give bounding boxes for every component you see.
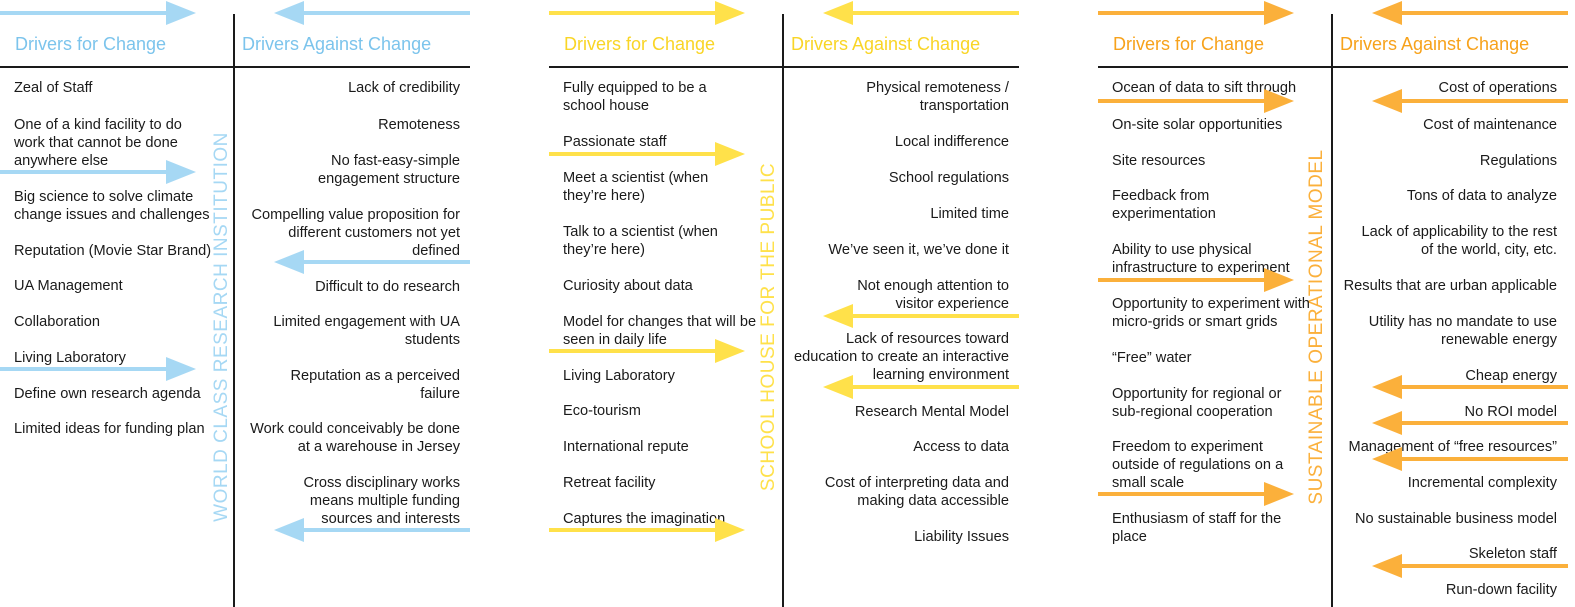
for-item: One of a kind facility to do work that c… [14,117,182,169]
panel-operational: Drivers for Change Drivers Against Chang… [1098,0,1568,607]
for-item: Ability to use physical infrastructure t… [1112,242,1290,276]
for-item: Limited ideas for funding plan [14,421,205,437]
against-item: Limited time [930,206,1009,222]
against-item: Local indifference [894,134,1009,150]
against-item: Cost of maintenance [1423,117,1557,133]
for-item: “Free” water [1112,350,1192,366]
against-item: Research Mental Model [854,404,1009,420]
against-item: Work could conceivably be done at a ware… [250,421,460,455]
for-item: Opportunity to experiment with micro-gri… [1112,296,1310,330]
against-header: Drivers Against Change [1340,34,1530,54]
against-item: Results that are urban applicable [1343,278,1557,294]
against-header: Drivers Against Change [791,34,981,54]
against-item: School regulations [888,170,1009,186]
for-item: Model for changes that will be seen in d… [563,314,757,348]
for-item: Passionate staff [563,134,667,150]
column-divider [1331,14,1333,607]
header-divider [0,66,470,68]
for-item: Zeal of Staff [14,80,93,96]
for-header: Drivers for Change [1113,34,1265,54]
against-item: Management of “free resources” [1348,439,1557,455]
against-item: Utility has no mandate to use renewable … [1368,314,1557,348]
for-item: Site resources [1112,153,1206,169]
column-divider [233,14,235,607]
against-item: No ROI model [1464,404,1557,420]
for-item: Retreat facility [563,475,656,491]
against-item: Run-down facility [1445,582,1557,598]
for-item: Define own research agenda [14,386,201,402]
against-item: Skeleton staff [1468,546,1557,562]
column-divider [782,14,784,607]
against-item: Incremental complexity [1407,475,1557,491]
for-header: Drivers for Change [15,34,167,54]
against-item: Reputation as a perceived failure [290,368,460,402]
against-item: Remoteness [378,117,460,133]
panel-research: Drivers for Change Drivers Against Chang… [0,0,470,607]
against-item: We’ve seen it, we’ve done it [828,242,1009,258]
against-item: No sustainable business model [1355,511,1557,527]
for-item: UA Management [14,278,123,294]
for-item: Fully equipped to be a school house [563,80,707,114]
against-item: Not enough attention to visitor experien… [857,278,1009,312]
for-item: Curiosity about data [563,278,693,294]
against-item: Difficult to do research [315,279,460,295]
header-divider [1098,66,1568,68]
for-item: Ocean of data to sift through [1112,80,1297,96]
against-item: Physical remoteness / transportation [866,80,1009,114]
for-item: Opportunity for regional or sub-regional… [1112,386,1282,420]
for-item: Big science to solve climate change issu… [14,189,210,223]
for-item: Feedback from experimentation [1112,188,1216,222]
for-item: On-site solar opportunities [1112,117,1283,133]
against-item: Limited engagement with UA students [273,314,460,348]
against-item: Access to data [913,439,1009,455]
for-header: Drivers for Change [564,34,716,54]
for-item: Living Laboratory [14,350,126,366]
against-item: Lack of applicability to the rest of the… [1361,224,1558,258]
for-item: Talk to a scientist (when they’re here) [563,224,718,258]
against-item: Cost of operations [1438,80,1557,96]
header-divider [549,66,1019,68]
for-item: Enthusiasm of staff for the place [1112,511,1282,545]
panel-schoolhouse: Drivers for Change Drivers Against Chang… [549,0,1019,607]
for-item: Collaboration [14,314,100,330]
for-item: Meet a scientist (when they’re here) [563,170,709,204]
for-item: Eco-tourism [563,403,641,419]
for-item: Captures the imagination [563,511,726,527]
against-item: Lack of credibility [348,80,460,96]
against-item: Lack of resources toward education to cr… [794,331,1009,383]
against-item: Cost of interpreting data and making dat… [824,475,1009,509]
against-item: No fast-easy-simple engagement structure [318,153,460,187]
against-item: Regulations [1479,153,1557,169]
for-item: International repute [563,439,689,455]
for-item: Reputation (Movie Star Brand) [14,243,212,259]
for-item: Freedom to experiment outside of regulat… [1112,439,1284,491]
against-item: Cheap energy [1465,368,1557,384]
against-header: Drivers Against Change [242,34,432,54]
for-item: Living Laboratory [563,368,675,384]
against-item: Tons of data to analyze [1406,188,1557,204]
against-item: Cross disciplinary works means multiple … [303,475,460,527]
against-item: Liability Issues [914,529,1009,545]
against-item: Compelling value proposition for differe… [251,207,460,259]
